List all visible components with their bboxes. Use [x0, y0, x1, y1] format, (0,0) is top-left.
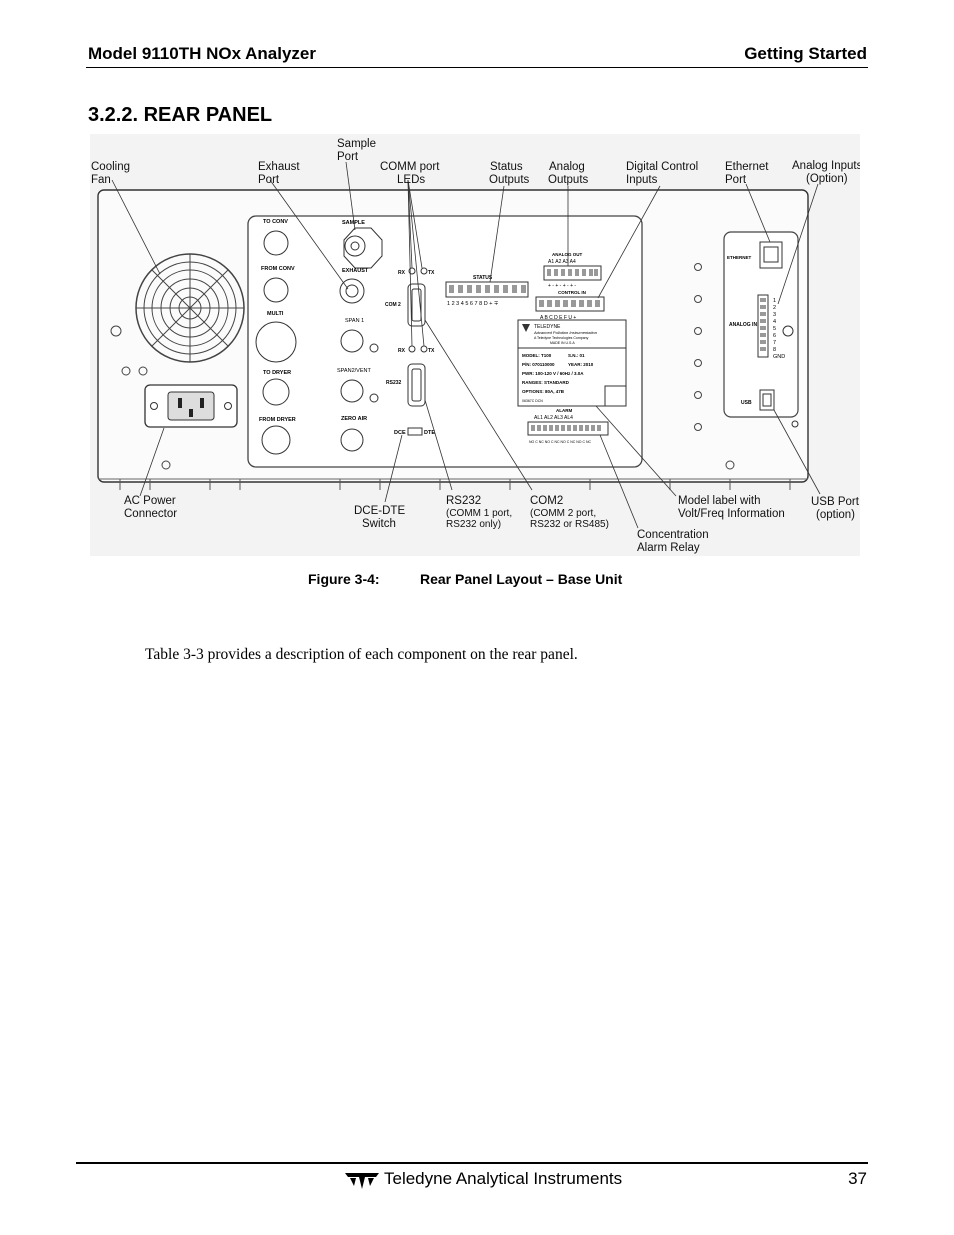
label-status-pins: 1 2 3 4 5 6 7 8 D + ∓ — [447, 301, 499, 307]
callout-status-outputs: Status Outputs — [489, 161, 530, 186]
callout-sample-port: Sample Port — [337, 138, 379, 163]
label-rx-1: RX — [398, 270, 406, 276]
ethernet-jack — [759, 241, 783, 269]
body-paragraph: Table 3-3 provides a description of each… — [145, 646, 578, 663]
label-dte: DTE — [424, 430, 435, 436]
usb-jack — [759, 389, 775, 411]
label-plate-made-in: MADE IN U.S.A — [550, 341, 575, 345]
label-alarm-channels: AL1 AL2 AL3 AL4 — [534, 415, 573, 421]
analog-in-pin-2: 2 — [773, 305, 776, 311]
callout-analog-outputs: Analog Outputs — [548, 161, 589, 186]
label-plate-model: MODEL: T100 — [522, 353, 552, 358]
header-rule — [86, 67, 868, 68]
label-multi: MULTI — [267, 311, 284, 317]
footer-rule — [76, 1162, 868, 1164]
label-plate-pn: P/N: 070110000 — [522, 362, 555, 367]
footer-company: Teledyne Analytical Instruments — [384, 1169, 623, 1188]
label-dce: DCE — [394, 430, 406, 436]
label-plate-year: YEAR: 2010 — [568, 362, 594, 367]
label-tx-2: TX — [428, 348, 435, 354]
label-zero-air: ZERO AIR — [341, 416, 367, 422]
label-control-pins: A B C D E F U + — [540, 315, 576, 321]
cooling-fan — [135, 253, 245, 363]
page-number: 37 — [848, 1169, 867, 1188]
label-analog-out-pins: + - + - + - + - — [548, 283, 576, 289]
analog-in-pin-5: 5 — [773, 326, 776, 332]
label-status: STATUS — [473, 275, 493, 281]
callout-com2: COM2 (COMM 2 port, RS232 or RS485) — [530, 495, 609, 530]
label-rx-2: RX — [398, 348, 406, 354]
label-plate-sub: A Teledyne Technologies Company — [534, 336, 589, 340]
callout-model-label: Model label with Volt/Freq Information — [678, 495, 785, 520]
label-span2-vent: SPAN2/VENT — [337, 368, 371, 374]
label-com2: COM 2 — [385, 302, 401, 308]
label-plate-sn: S.N.: 01 — [568, 353, 585, 358]
figure-caption-title: Rear Panel Layout – Base Unit — [420, 571, 623, 587]
callout-cooling-fan: Cooling Fan — [91, 161, 133, 186]
label-plate-division: Advanced Pollution Instrumentation — [533, 330, 598, 335]
analog-in-pin-gnd: GND — [773, 354, 785, 360]
callout-comm-leds: COMM port LEDs — [380, 161, 443, 186]
section-title: 3.2.2. REAR PANEL — [88, 104, 273, 126]
label-exhaust: EXHAUST — [342, 268, 369, 274]
rear-panel-diagram: TO CONV FROM CONV MULTI TO DRYER FROM DR… — [90, 134, 860, 556]
analog-in-pin-3: 3 — [773, 312, 776, 318]
label-rs232: RS232 — [386, 380, 402, 386]
label-from-dryer: FROM DRYER — [259, 417, 296, 423]
callout-digital-inputs: Digital Control Inputs — [626, 161, 701, 186]
label-alarm: ALARM — [556, 408, 572, 413]
label-ethernet: ETHERNET — [727, 255, 752, 260]
figure-caption-number: Figure 3-4: — [308, 571, 380, 587]
label-from-conv: FROM CONV — [261, 266, 295, 272]
analog-in-pin-6: 6 — [773, 333, 776, 339]
ac-power-inlet — [144, 384, 238, 428]
label-plate-ranges: RANGES: STANDARD — [522, 380, 570, 385]
callout-leaders — [111, 161, 821, 529]
label-plate-code: 06367C DCN — [522, 399, 543, 403]
label-plate-pwr: PWR: 100-120 V / 60Hz / 3.0A — [522, 371, 584, 376]
label-to-dryer: TO DRYER — [263, 370, 291, 376]
teledyne-logo-icon — [345, 1173, 379, 1189]
label-sample: SAMPLE — [342, 220, 365, 226]
analog-in-pin-8: 8 — [773, 347, 776, 353]
callout-rs232: RS232 (COMM 1 port, RS232 only) — [446, 495, 515, 530]
running-header-section: Getting Started — [744, 44, 867, 63]
label-analog-out: ANALOG OUT — [552, 252, 582, 257]
callout-usb-port: USB Port (option) — [811, 496, 860, 521]
callout-exhaust-port: Exhaust Port — [258, 161, 303, 186]
label-span1: SPAN 1 — [345, 318, 364, 324]
callout-analog-inputs: Analog Inputs (Option) — [792, 160, 860, 185]
label-plate-options: OPTIONS: 80A, 47B — [522, 389, 565, 394]
analog-in-pin-4: 4 — [773, 319, 776, 325]
label-control-in: CONTROL IN — [558, 290, 586, 295]
callout-ac-power: AC Power Connector — [124, 495, 179, 520]
analog-in-pin-labels: 1 2 3 4 5 6 7 8 GND — [773, 298, 785, 360]
rear-panel-figure: TO CONV FROM CONV MULTI TO DRYER FROM DR… — [90, 134, 860, 556]
label-usb: USB — [741, 400, 752, 406]
label-to-conv: TO CONV — [263, 219, 288, 225]
running-header-title: Model 9110TH NOx Analyzer — [88, 44, 317, 63]
label-plate-brand: TELEDYNE — [534, 324, 561, 330]
callout-ethernet-port: Ethernet Port — [725, 161, 772, 186]
label-alarm-pins: NO C NC NO C NC NO C NC NO C NC — [529, 440, 592, 444]
label-analog-out-channels: A1 A2 A3 A4 — [548, 259, 576, 265]
analog-in-pin-7: 7 — [773, 340, 776, 346]
callout-dce-dte: DCE-DTE Switch — [354, 505, 408, 530]
label-tx-1: TX — [428, 270, 435, 276]
analog-in-pin-1: 1 — [773, 298, 776, 304]
model-label-plate: TELEDYNE Advanced Pollution Instrumentat… — [517, 319, 627, 407]
callout-alarm-relay: Concentration Alarm Relay — [637, 529, 712, 554]
label-analog-in: ANALOG IN — [729, 322, 757, 328]
